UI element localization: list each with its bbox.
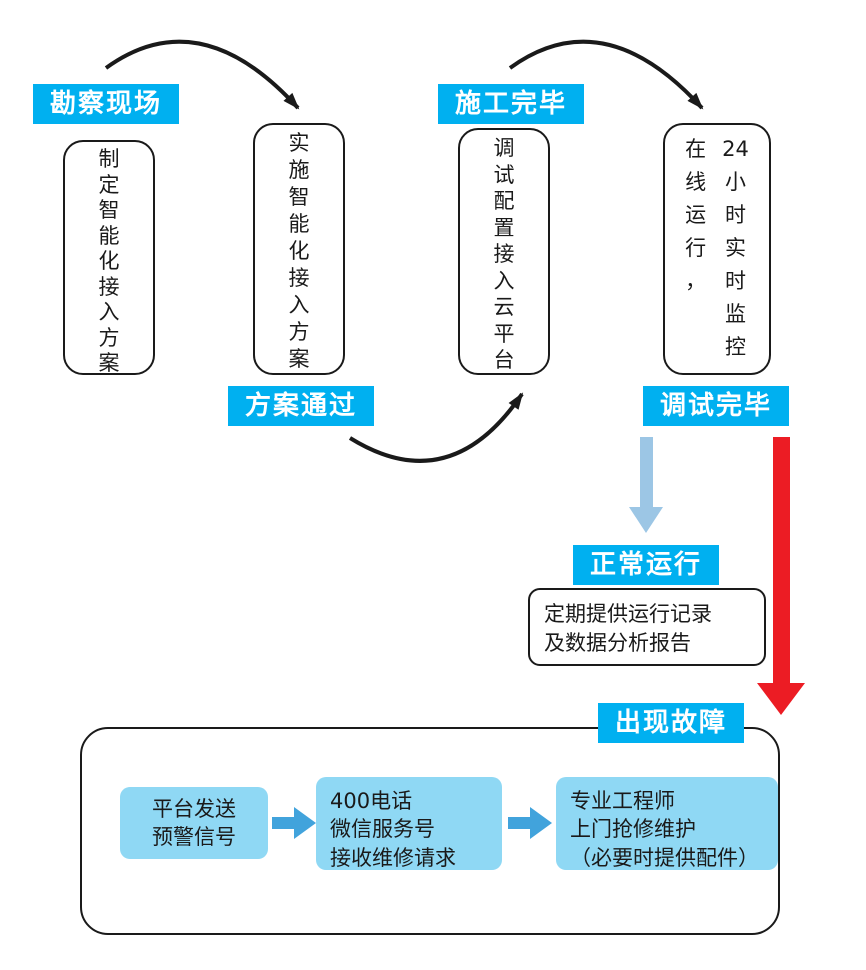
fault-step-warning-signal-text: 平台发送 预警信号: [152, 796, 236, 849]
arrow-to-fault: [757, 437, 805, 715]
box-monitoring-right-column: 24 小 时 实 时 监 控: [722, 137, 749, 359]
box-debug-cloud-text: 调 试 配 置 接 入 云 平 台: [493, 136, 515, 372]
box-make-plan: 制 定 智 能 化 接 入 方 案: [63, 140, 155, 375]
box-debug-cloud: 调 试 配 置 接 入 云 平 台: [458, 128, 550, 375]
arrow-to-normal-operation: [629, 437, 663, 533]
label-survey-site: 勘察现场: [33, 84, 179, 124]
fault-arrow-1: [272, 807, 316, 839]
box-implement-plan-text: 实 施 智 能 化 接 入 方 案: [288, 131, 310, 371]
fault-step-receive-request: 400电话 微信服务号 接收维修请求: [316, 777, 502, 870]
box-monitoring: 在 线 运 行 ， 24 小 时 实 时 监 控: [663, 123, 771, 375]
box-monitoring-left-column: 在 线 运 行 ，: [685, 137, 707, 293]
label-normal-operation: 正常运行: [573, 545, 719, 585]
box-operation-report: 定期提供运行记录 及数据分析报告: [528, 588, 766, 666]
label-plan-approved: 方案通过: [228, 386, 374, 426]
fault-arrow-2: [508, 807, 552, 839]
label-fault-occurs: 出现故障: [598, 703, 744, 743]
box-make-plan-text: 制 定 智 能 化 接 入 方 案: [98, 147, 120, 375]
box-implement-plan: 实 施 智 能 化 接 入 方 案: [253, 123, 345, 375]
label-construction-complete: 施工完毕: [438, 84, 584, 124]
fault-step-engineer-repair: 专业工程师 上门抢修维护 （必要时提供配件）: [556, 777, 778, 870]
curve-arrow-plan-approved-to-debug: [348, 392, 524, 463]
label-debugging-complete: 调试完毕: [643, 386, 789, 426]
fault-step-warning-signal: 平台发送 预警信号: [120, 787, 268, 859]
